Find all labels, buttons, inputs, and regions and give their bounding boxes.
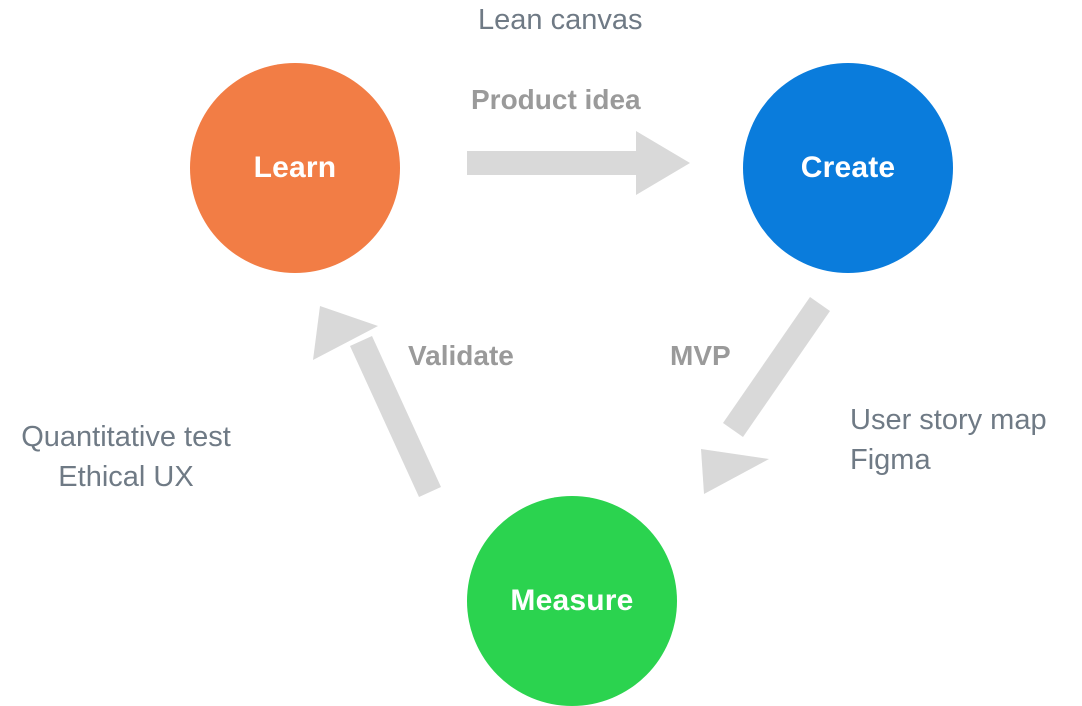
tools-create: Lean canvas: [478, 0, 642, 40]
arrow-shaft: [350, 336, 441, 497]
edge-label-validate: Validate: [408, 340, 514, 371]
node-create: Create: [743, 63, 953, 273]
arrow-head: [636, 131, 690, 195]
tool-figma: Figma: [850, 444, 931, 476]
node-learn-label: Learn: [253, 151, 337, 184]
arrow-head: [313, 306, 378, 360]
tool-quantitative-test: Quantitative test: [21, 421, 231, 453]
edge-label-product-idea: Product idea: [471, 84, 641, 115]
arrow-head: [701, 449, 769, 494]
arrow-shaft: [467, 151, 645, 175]
tool-user-story-map: User story map: [850, 404, 1047, 436]
arrow-shaft: [723, 297, 830, 437]
edge-label-mvp: MVP: [670, 340, 731, 371]
tool-lean-canvas: Lean canvas: [478, 4, 643, 36]
tools-measure: User story map Figma: [850, 400, 1047, 480]
node-create-label: Create: [800, 151, 896, 184]
arrow-measure-to-learn: [313, 306, 441, 497]
tool-ethical-ux: Ethical UX: [58, 461, 194, 493]
arrow-learn-to-create: [467, 131, 690, 195]
node-measure: Measure: [467, 496, 677, 706]
tools-learn: Quantitative test Ethical UX: [0, 417, 252, 497]
arrow-create-to-measure: [701, 297, 830, 494]
node-learn: Learn: [190, 63, 400, 273]
node-measure-label: Measure: [510, 584, 634, 617]
